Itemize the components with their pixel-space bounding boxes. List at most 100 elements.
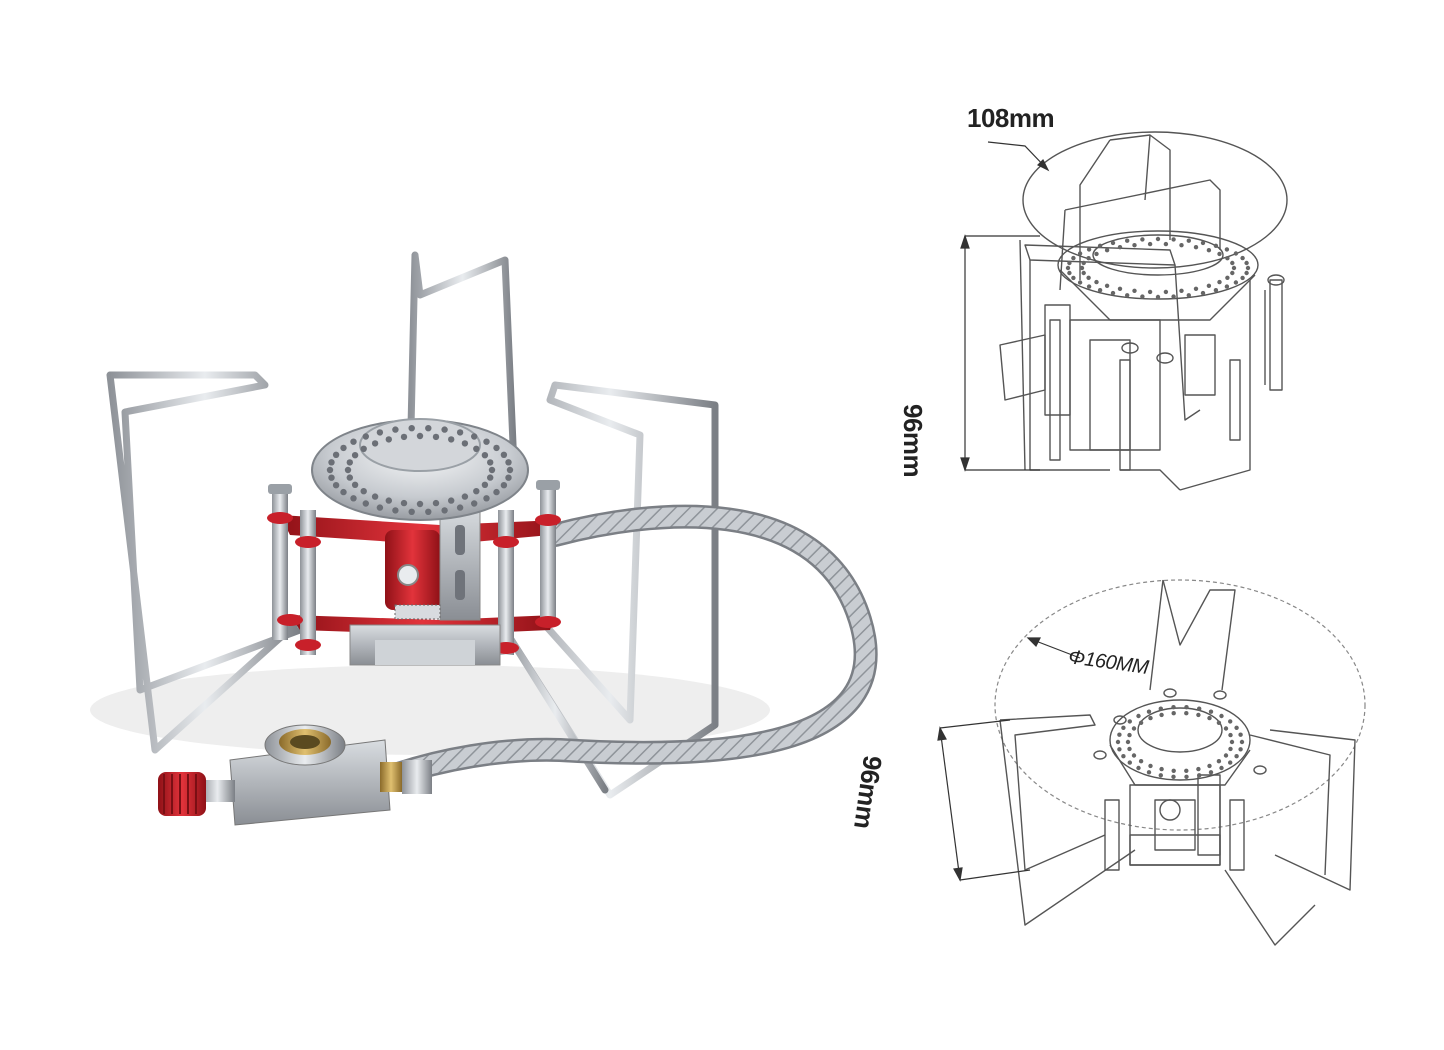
- burner-hole: [392, 426, 399, 433]
- burner-hole: [1240, 255, 1245, 261]
- burner-hole: [493, 444, 500, 452]
- burner-hole: [376, 504, 384, 511]
- burner-hole: [1121, 725, 1126, 730]
- burner-hole: [1184, 768, 1189, 773]
- burner-hole: [1233, 251, 1239, 256]
- burner-hole: [1238, 747, 1243, 752]
- burner-hole: [1196, 712, 1201, 718]
- burner-hole: [346, 474, 353, 481]
- burner-hole: [473, 445, 480, 452]
- burner-hole: [1213, 243, 1219, 248]
- burner-hole: [1223, 753, 1229, 758]
- top-line-drawing: [960, 131, 1288, 491]
- burner-hole: [360, 488, 367, 495]
- product-diagram: 108mm 96mm: [90, 103, 1366, 946]
- burner-hole: [1184, 705, 1189, 710]
- burner-hole: [1225, 275, 1230, 280]
- burner-hole: [1206, 283, 1212, 288]
- burner-outline-bottom: [1109, 699, 1251, 781]
- burner-hole: [1216, 759, 1222, 764]
- burner-hole: [1125, 739, 1131, 745]
- burner-hole: [471, 500, 478, 507]
- burner-hole: [1240, 275, 1245, 281]
- burner-hole: [1171, 768, 1176, 773]
- burner-hole: [461, 440, 469, 447]
- burner-hole: [408, 425, 415, 432]
- burner-hole: [1132, 288, 1137, 293]
- burner-hole: [448, 436, 455, 443]
- burner-hole: [1219, 765, 1224, 771]
- burner-hole: [1104, 283, 1110, 288]
- burner-hole: [1234, 725, 1239, 730]
- burner-hole: [328, 474, 335, 481]
- burner-hole: [1140, 294, 1145, 299]
- burner-hole: [1071, 255, 1076, 261]
- burner-hole: [1136, 765, 1141, 771]
- burner-hole: [1097, 288, 1103, 293]
- burner-hole: [1197, 773, 1202, 778]
- burner-hole: [1094, 279, 1099, 285]
- burner-hole: [1155, 236, 1161, 242]
- burner-hole: [1127, 719, 1132, 724]
- burner-hole: [456, 429, 464, 436]
- burner-hole: [1079, 265, 1085, 271]
- burner-hole: [1158, 706, 1163, 711]
- burner-hole: [1138, 759, 1144, 764]
- diameter-ellipse-bottom: [994, 579, 1366, 831]
- burner-hole: [1234, 754, 1239, 759]
- burner-hole: [350, 495, 357, 502]
- burner-hole: [1132, 243, 1137, 248]
- burner-hole: [385, 436, 392, 443]
- burner-hole: [1196, 766, 1201, 772]
- burner-hole: [362, 500, 369, 507]
- burner-hole: [1125, 238, 1130, 243]
- burner-hole: [340, 444, 347, 452]
- burner-hole: [1217, 279, 1222, 285]
- burner-hole: [328, 459, 335, 466]
- burner-hole: [1163, 289, 1169, 295]
- burner-hole: [1224, 284, 1230, 289]
- burner-hole: [1230, 260, 1235, 266]
- burner-hole: [1117, 747, 1122, 752]
- burner-hole: [1125, 293, 1130, 298]
- burner-hole: [481, 452, 489, 459]
- burner-hole: [487, 459, 494, 466]
- burner-hole: [1239, 739, 1245, 745]
- burner-hole: [385, 497, 392, 504]
- burner-hole: [416, 500, 424, 508]
- burner-hole: [1171, 237, 1176, 242]
- burner-hole: [441, 507, 448, 514]
- burner-hole: [456, 504, 464, 511]
- diameter-ellipse-top: [1022, 131, 1288, 269]
- burner-hole: [360, 445, 367, 452]
- burner-hole: [351, 452, 359, 459]
- burner-hole: [1127, 746, 1132, 752]
- burner-hole: [1179, 243, 1184, 248]
- burner-hole: [425, 508, 432, 515]
- burner-hole: [441, 426, 448, 433]
- burner-hole: [1148, 715, 1153, 721]
- burner-hole: [425, 425, 432, 432]
- stove-photo: [90, 251, 878, 826]
- burner-hole: [1245, 265, 1251, 271]
- burner-hole: [1224, 247, 1230, 252]
- burner-frame: [267, 480, 561, 666]
- burner-hole: [1067, 270, 1072, 276]
- burner-hole: [1159, 766, 1164, 772]
- burner-hole: [1208, 709, 1214, 714]
- burner-hole: [1127, 760, 1132, 765]
- burner-hole: [1071, 275, 1076, 281]
- burner-hole: [344, 466, 352, 474]
- burner-hole: [1207, 763, 1212, 769]
- burner-hole: [1081, 270, 1086, 276]
- burner-hole: [1136, 713, 1141, 719]
- burner-hole: [1230, 270, 1235, 276]
- burner-hole: [1197, 706, 1202, 711]
- burner-hole: [1186, 293, 1191, 298]
- burner-hole: [1206, 248, 1212, 253]
- burner-hole: [1193, 245, 1199, 250]
- burner-hole: [483, 438, 490, 445]
- burner-hole: [1086, 284, 1092, 289]
- burner-hole: [1117, 245, 1123, 250]
- burner-hole: [1228, 719, 1233, 724]
